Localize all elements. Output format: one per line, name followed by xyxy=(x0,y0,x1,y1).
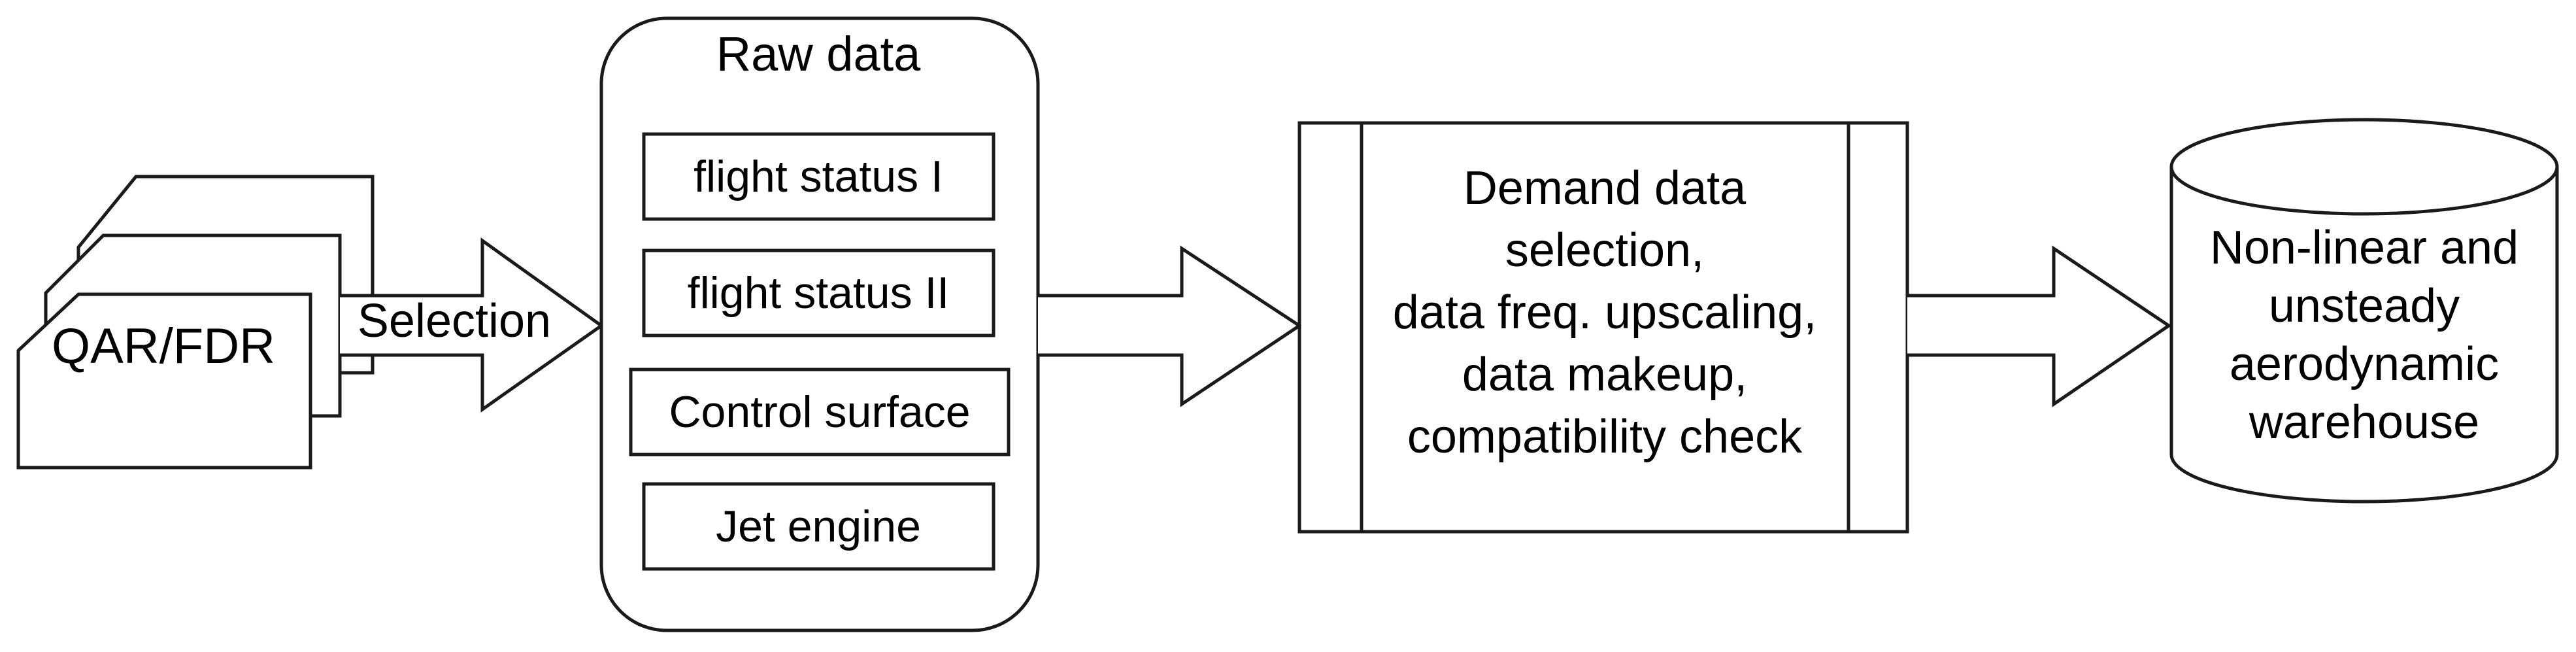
raw-data-item-label: flight status I xyxy=(694,152,943,201)
raw-data-item-flight-status-2 xyxy=(642,249,995,337)
document-stack: QAR/FDR xyxy=(16,175,375,470)
raw-data-item-label: Control surface xyxy=(669,387,970,437)
warehouse-top xyxy=(2169,118,2559,216)
warehouse-cylinder: Non-linear and unsteady aerodynamic ware… xyxy=(2169,118,2559,504)
warehouse-line: warehouse xyxy=(2249,396,2479,449)
process-box: Demand data selection, data freq. upscal… xyxy=(1297,121,1909,534)
raw-data-item-flight-status-1 xyxy=(642,132,995,221)
arrow-to-process xyxy=(1038,245,1303,407)
warehouse-line: unsteady xyxy=(2269,280,2460,332)
document-front xyxy=(16,292,312,470)
process-line: selection, xyxy=(1505,224,1704,277)
process-line: data makeup, xyxy=(1462,349,1747,401)
process-box-frame xyxy=(1297,121,1909,534)
source-label: QAR/FDR xyxy=(52,318,275,374)
raw-data-item-jet-engine xyxy=(642,482,995,571)
raw-data-item-control-surface xyxy=(629,368,1011,456)
raw-data-panel: Raw data flight status I flight status I… xyxy=(599,16,1040,632)
raw-data-item-label: flight status II xyxy=(688,268,950,318)
process-line: compatibility check xyxy=(1407,411,1803,463)
warehouse-body xyxy=(2169,167,2559,504)
process-line: Demand data xyxy=(1464,162,1747,214)
warehouse-line: Non-linear and xyxy=(2210,222,2518,274)
selection-label: Selection xyxy=(358,295,551,347)
process-line: data freq. upscaling, xyxy=(1393,286,1816,339)
selection-arrow: Selection xyxy=(340,237,605,413)
warehouse-line: aerodynamic xyxy=(2230,338,2499,390)
raw-data-item-label: Jet engine xyxy=(716,502,921,551)
arrow-to-warehouse xyxy=(1907,245,2172,407)
raw-data-title: Raw data xyxy=(716,27,921,81)
